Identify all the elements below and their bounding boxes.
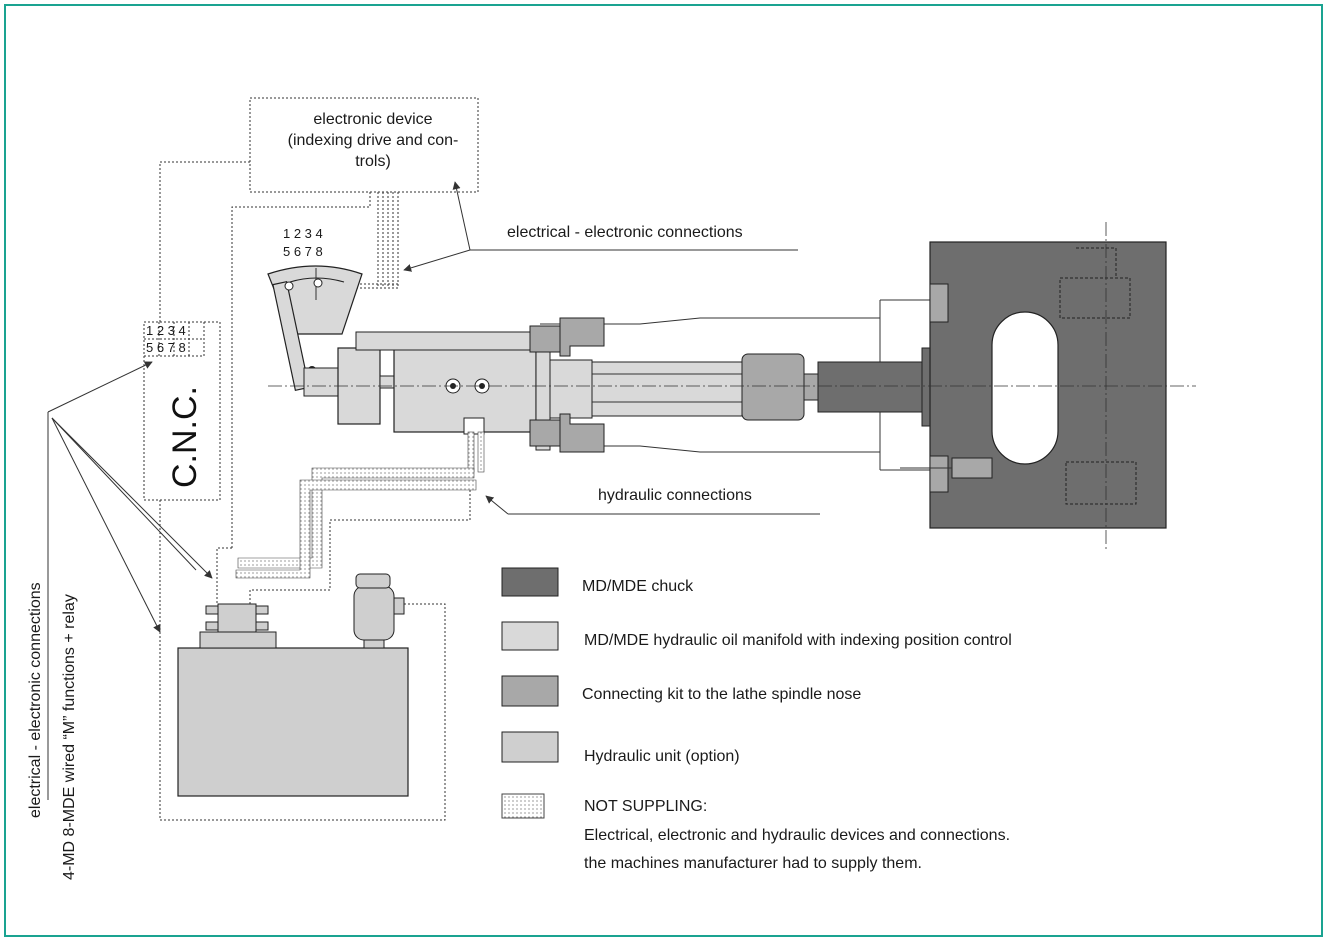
electronic-device-label-2: (indexing drive and con- <box>288 132 459 149</box>
figure-frame <box>4 4 1323 937</box>
cnc-label: C.N.C. <box>166 386 204 488</box>
elec-connections-top-label: electrical - electronic connections <box>507 224 743 241</box>
cnc-box: 1 2 3 4 5 6 7 8 C.N.C. <box>143 321 221 501</box>
device-cnc-wiring <box>159 161 399 548</box>
electronic-device-label-3: trols) <box>355 153 391 170</box>
legend: MD/MDE chuck MD/MDE hydraulic oil manifo… <box>501 567 1012 872</box>
md-chuck <box>817 241 1167 529</box>
not-supplied-note-line1: Electrical, electronic and hydraulic dev… <box>584 827 1010 844</box>
vertical-mfunctions-label: 4-MD 8-MDE wired “M” functions + relay <box>61 594 78 880</box>
sector-positions-row2: 5 6 7 8 <box>283 244 323 259</box>
legend-label-hydraulic-unit: Hydraulic unit (option) <box>584 748 740 765</box>
legend-swatch-manifold <box>501 621 559 651</box>
legend-label-manifold: MD/MDE hydraulic oil manifold with index… <box>584 632 1012 649</box>
hydraulic-connections-leader: hydraulic connections <box>485 487 820 515</box>
legend-label-chuck: MD/MDE chuck <box>582 578 694 595</box>
cnc-unit-wiring <box>159 500 446 821</box>
elec-connections-leader: electrical - electronic connections <box>403 181 798 272</box>
vertical-elec-label: electrical - electronic connections <box>27 582 44 818</box>
hydraulic-lines <box>235 431 485 604</box>
electronic-device-box: electronic device (indexing drive and co… <box>249 97 479 193</box>
legend-swatch-not-supplied <box>501 793 545 819</box>
legend-swatch-chuck <box>501 567 559 597</box>
left-leader-arrows <box>47 361 213 800</box>
cnc-positions-row2: 5 6 7 8 <box>146 340 186 355</box>
connecting-kit <box>529 299 930 471</box>
legend-swatch-connecting-kit <box>501 675 559 707</box>
legend-swatch-hydraulic-unit <box>501 731 559 763</box>
legend-label-connecting-kit: Connecting kit to the lathe spindle nose <box>582 686 861 703</box>
cnc-positions-row1: 1 2 3 4 <box>146 323 186 338</box>
hydraulic-unit <box>177 573 409 797</box>
electronic-device-label-1: electronic device <box>313 111 432 128</box>
indexing-sector: 1 2 3 4 5 6 7 8 <box>267 226 363 397</box>
sector-positions-row1: 1 2 3 4 <box>283 226 323 241</box>
hydraulic-connections-label: hydraulic connections <box>598 487 752 504</box>
oil-manifold <box>337 331 743 451</box>
not-supplied-note-line2: the machines manufacturer had to supply … <box>584 855 922 872</box>
legend-label-not-supplied: NOT SUPPLING: <box>584 798 707 815</box>
